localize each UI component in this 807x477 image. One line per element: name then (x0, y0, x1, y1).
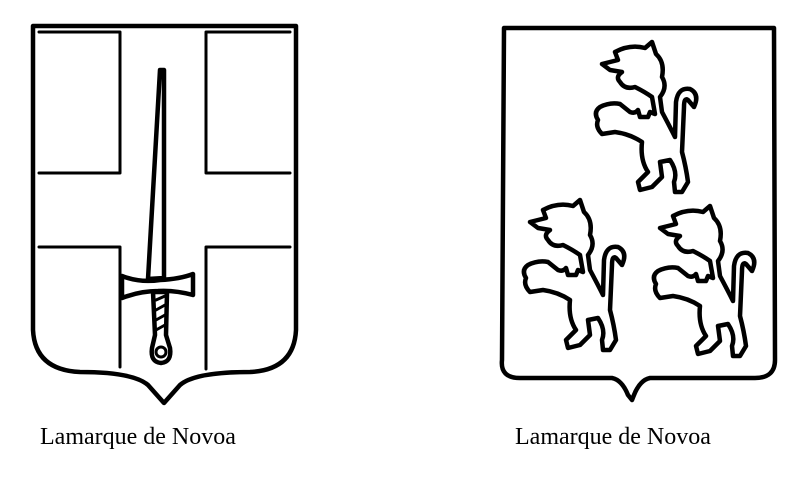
caption-left: Lamarque de Novoa (40, 424, 236, 450)
cross (37, 30, 292, 371)
lion-icon (654, 206, 754, 356)
caption-right: Lamarque de Novoa (515, 424, 711, 450)
shield-right (499, 25, 778, 403)
shield-left (30, 23, 299, 406)
shield-outline (30, 23, 299, 406)
lion-icon (596, 42, 696, 192)
shield-outline (499, 25, 778, 403)
sword-icon (119, 67, 196, 366)
lion-icon (524, 200, 624, 350)
